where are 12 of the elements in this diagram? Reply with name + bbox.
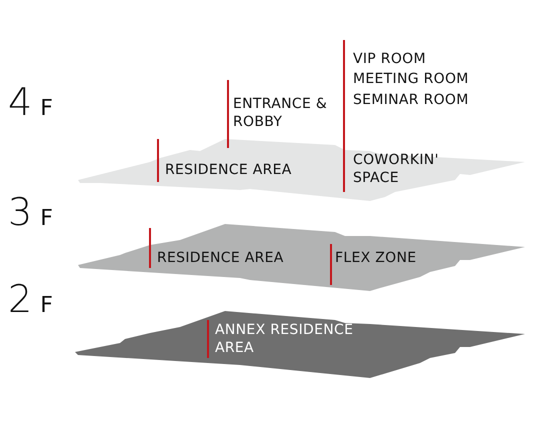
area-label: SEMINAR ROOM [353, 91, 469, 109]
area-label: ENTRANCE & ROBBY [233, 95, 328, 131]
area-label: FLEX ZONE [335, 249, 416, 267]
area-label: RESIDENCE AREA [165, 161, 292, 179]
area-label: ANNEX RESIDENCE AREA [215, 321, 354, 357]
area-label: RESIDENCE AREA [157, 249, 284, 267]
floor-label: 3F [8, 190, 61, 234]
area-label: VIP ROOM [353, 50, 426, 68]
area-label: COWORKIN' SPACE [353, 151, 440, 187]
area-label: MEETING ROOM [353, 70, 469, 88]
floor-label: 2F [8, 277, 61, 321]
floor-label: 4F [8, 80, 61, 124]
